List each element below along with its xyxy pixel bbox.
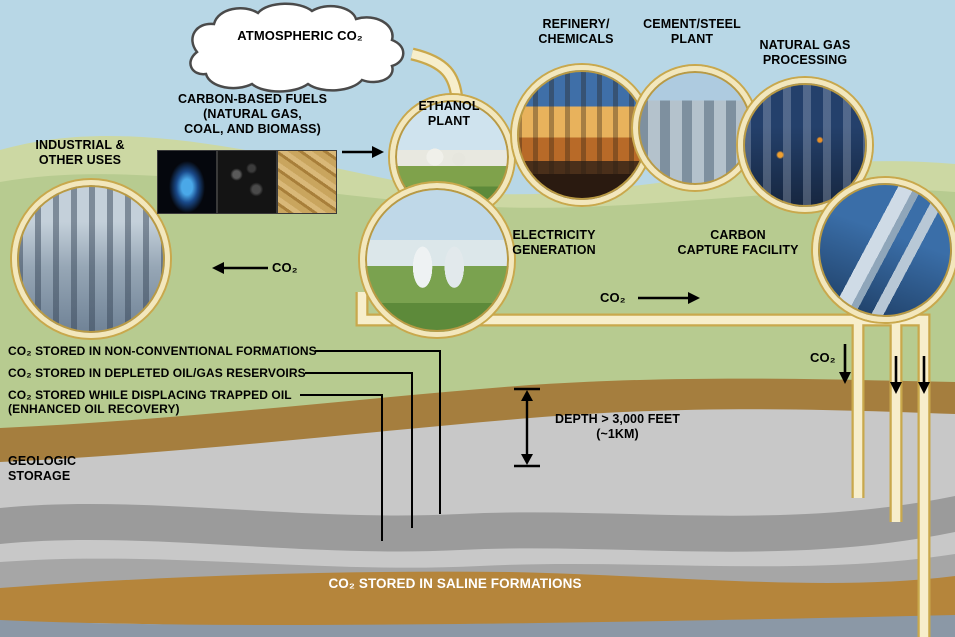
depth-label: DEPTH > 3,000 FEET (~1KM) — [554, 412, 681, 441]
refinery-photo — [512, 65, 652, 205]
cement-steel-label: CEMENT/STEEL PLANT — [643, 17, 741, 46]
pipe-cores — [357, 49, 929, 637]
refinery-label: REFINERY/ CHEMICALS — [538, 17, 614, 46]
storage-eor-label: CO₂ STORED WHILE DISPLACING TRAPPED OIL … — [8, 388, 292, 417]
atmospheric-cloud — [189, 2, 405, 93]
ethanol-label: ETHANOL PLANT — [418, 99, 480, 128]
natural-gas-label: NATURAL GAS PROCESSING — [759, 38, 851, 67]
storage-depleted-label: CO₂ STORED IN DEPLETED OIL/GAS RESERVOIR… — [8, 366, 306, 380]
industrial-uses-photo — [12, 180, 170, 338]
co2-right-label: CO₂ — [600, 290, 626, 305]
atmospheric-co2-text: ATMOSPHERIC CO₂ — [237, 28, 363, 43]
biomass-image — [277, 150, 337, 214]
natural-gas-processing-photo — [738, 78, 872, 212]
carbon-fuels-label: CARBON-BASED FUELS (NATURAL GAS, COAL, A… — [177, 92, 328, 136]
cloud-stem-pipe — [410, 49, 462, 101]
industrial-label: INDUSTRIAL & OTHER USES — [35, 138, 125, 167]
leader-nonconventional — [315, 350, 441, 514]
storage-nonconventional-label: CO₂ STORED IN NON-CONVENTIONAL FORMATION… — [8, 344, 317, 358]
soil-layer — [0, 378, 955, 462]
leader-eor — [300, 394, 383, 541]
atmospheric-co2-label: ATMOSPHERIC CO₂ — [205, 28, 395, 43]
carbon-capture-injection-photo — [813, 178, 955, 322]
carbon-capture-label: CARBON CAPTURE FACILITY — [677, 228, 799, 257]
leader-depleted — [305, 372, 413, 528]
electricity-label: ELECTRICITY GENERATION — [512, 228, 596, 257]
co2-left-label: CO₂ — [272, 260, 298, 275]
geologic-storage-label: GEOLOGIC STORAGE — [8, 454, 77, 483]
co2-down-label: CO₂ — [810, 350, 836, 365]
natural-gas-flame-image — [157, 150, 217, 214]
rock-mid-band-1 — [0, 496, 955, 552]
storage-leader-lines — [300, 350, 441, 541]
depth-scale-marker — [514, 387, 540, 468]
saline-formation-layer — [0, 571, 955, 629]
flow-arrows — [212, 146, 930, 394]
saline-formation-label: CO₂ STORED IN SALINE FORMATIONS — [328, 576, 582, 591]
electricity-generation-photo — [360, 183, 514, 337]
basement-layer — [0, 615, 955, 637]
main-transport-pipe — [357, 292, 929, 637]
coal-image — [217, 150, 277, 214]
